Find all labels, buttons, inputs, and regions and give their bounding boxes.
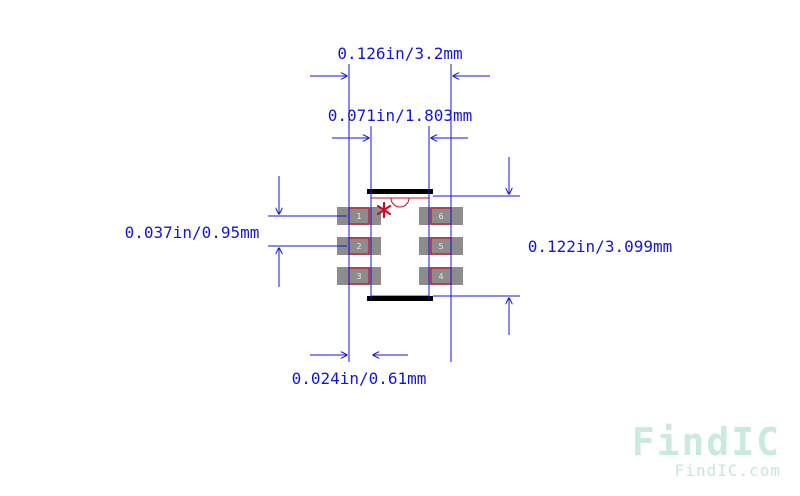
pad-3-label: 3: [356, 272, 361, 281]
dimension-lines: [268, 64, 520, 362]
pin1-marker-icon: [376, 201, 392, 219]
body-bottom-bar: [367, 296, 433, 301]
pad-6-label: 6: [438, 212, 443, 221]
pad-5-label: 5: [438, 242, 443, 251]
pad-5: 5: [419, 237, 463, 255]
watermark-brand: FindIC: [632, 420, 781, 464]
watermark-logo: FindIC FindIC.com: [632, 420, 781, 480]
watermark-url: FindIC.com: [675, 461, 781, 480]
pad-width-label: 0.024in/0.61mm: [292, 369, 427, 388]
total-height-label: 0.122in/3.099mm: [528, 237, 673, 256]
inner-width-label: 0.071in/1.803mm: [328, 106, 473, 125]
body-top-bar: [367, 189, 433, 194]
pad-2-label: 2: [356, 242, 361, 251]
pad-3: 3: [337, 267, 381, 285]
pad-4: 4: [419, 267, 463, 285]
pad-1-label: 1: [356, 212, 361, 221]
pad-4-label: 4: [438, 272, 443, 281]
pin1-notch: [390, 197, 410, 208]
pad-6: 6: [419, 207, 463, 225]
pitch-label: 0.037in/0.95mm: [125, 223, 260, 242]
total-width-label: 0.126in/3.2mm: [337, 44, 462, 63]
